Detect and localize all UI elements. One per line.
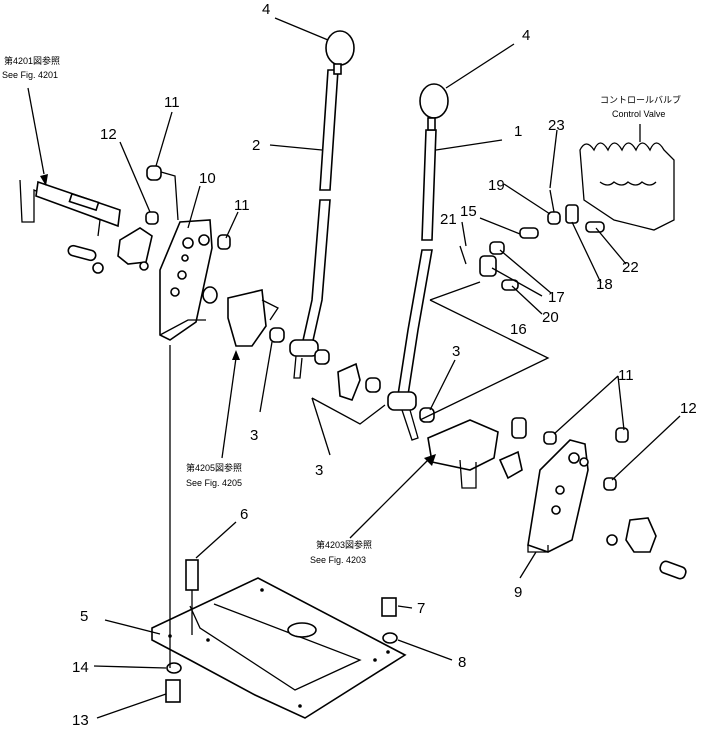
- callout: 17: [548, 289, 565, 306]
- yoke-18: [565, 204, 579, 224]
- lever-1: [387, 83, 449, 441]
- left-bracket: [145, 165, 231, 341]
- note-control-valve-jp: コントロールバルブ: [600, 94, 681, 105]
- callout: 9: [514, 584, 522, 601]
- callout-numbers: 1 2 3 3 3 4 4 5 6 7 8 9 10 11 11 11 12 1…: [72, 1, 697, 729]
- note-fig4205-en: See Fig. 4205: [186, 478, 242, 488]
- rod-end-16: [479, 255, 497, 277]
- callout: 20: [542, 309, 559, 326]
- callout: 1: [514, 123, 522, 140]
- right-bracket: [527, 427, 687, 580]
- callout: 5: [80, 608, 88, 625]
- right-middle-bracket: [427, 417, 527, 489]
- leader-lines: [93, 17, 681, 719]
- callout: 3: [452, 343, 460, 360]
- callout: 11: [234, 197, 250, 214]
- callout: 16: [510, 321, 527, 338]
- callout: 4: [522, 27, 530, 44]
- washer-14: [166, 662, 182, 674]
- plate-hardware: [165, 559, 398, 703]
- pin-15: [519, 227, 539, 239]
- callout: 7: [417, 600, 425, 617]
- callout: 6: [240, 506, 248, 523]
- knob-4-left: [325, 30, 355, 66]
- bolt-6: [185, 559, 199, 591]
- bushing-11-right: [217, 234, 231, 250]
- washer-8: [382, 632, 398, 644]
- lever-2: [289, 30, 355, 379]
- callout: 19: [488, 177, 505, 194]
- reference-arrows: [27, 87, 436, 539]
- control-valve-linkage: [459, 142, 675, 291]
- callout: 21: [440, 211, 457, 228]
- guide-lines: [169, 281, 550, 668]
- callout: 13: [72, 712, 89, 729]
- note-fig4201-en: See Fig. 4201: [2, 70, 58, 80]
- callout: 11: [164, 94, 180, 111]
- left-detent-parts: [19, 179, 153, 274]
- bolt-right: [659, 560, 687, 580]
- note-control-valve-en: Control Valve: [612, 109, 665, 119]
- callout: 12: [680, 400, 697, 417]
- callout: 2: [252, 137, 260, 154]
- bolt-13: [165, 679, 181, 703]
- callout: 11: [618, 367, 634, 384]
- bushing-12-left: [145, 211, 159, 225]
- pin-22: [585, 221, 605, 233]
- callout: 10: [199, 170, 216, 187]
- callout: 15: [460, 203, 477, 220]
- callout: 14: [72, 659, 89, 676]
- knob-4-right: [419, 83, 449, 119]
- callout: 3: [315, 462, 323, 479]
- bolt-7: [381, 597, 397, 617]
- callout: 22: [622, 259, 639, 276]
- note-fig4205-jp: 第4205図参照: [186, 462, 242, 473]
- callout: 3: [250, 427, 258, 444]
- bolt-left: [67, 244, 97, 262]
- callout: 8: [458, 654, 466, 671]
- note-fig4201-jp: 第4201図参照: [4, 55, 60, 66]
- callout: 4: [262, 1, 270, 18]
- note-fig4203-jp: 第4203図参照: [316, 539, 372, 550]
- callout: 18: [596, 276, 613, 293]
- callout: 23: [548, 117, 565, 134]
- middle-bracket: [202, 286, 279, 347]
- reference-notes: 第4201図参照 See Fig. 4201 第4205図参照 See Fig.…: [2, 55, 681, 565]
- callout: 12: [100, 126, 117, 143]
- spacers-3: [269, 327, 435, 423]
- base-plate: [151, 577, 407, 719]
- bushing-11-upper: [146, 165, 162, 181]
- note-fig4203-en: See Fig. 4203: [310, 555, 366, 565]
